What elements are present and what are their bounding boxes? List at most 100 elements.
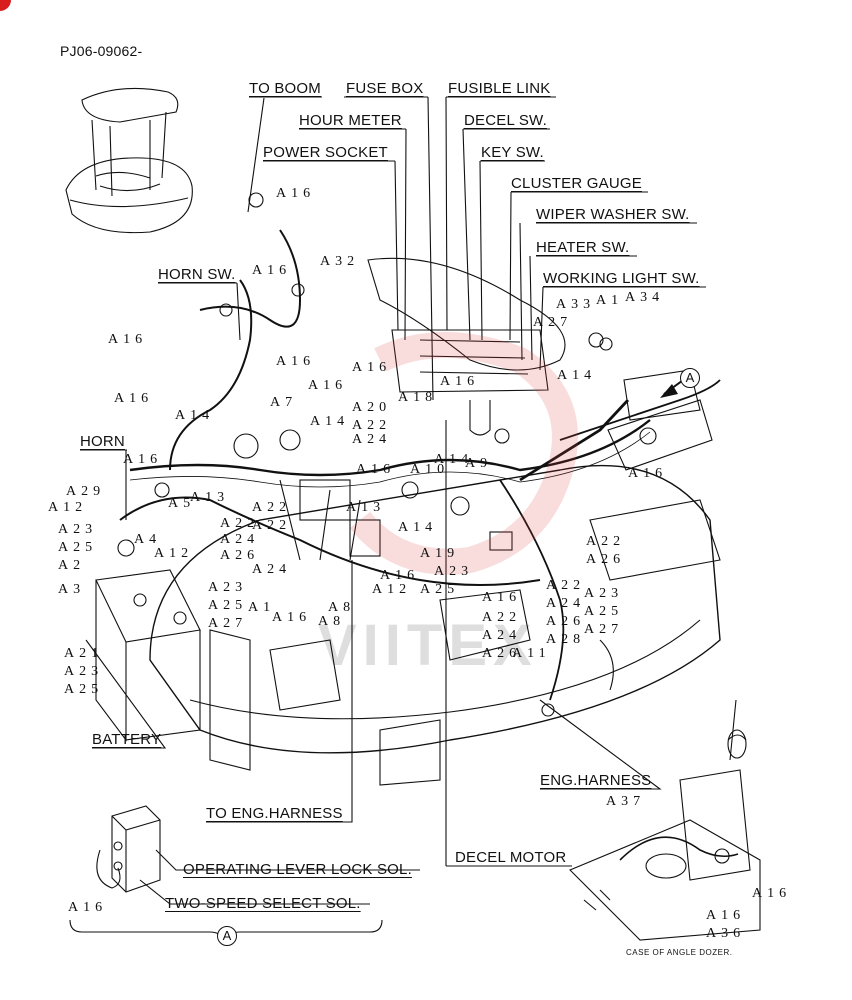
part-number: A34 — [625, 290, 665, 305]
part-number: A28 — [546, 632, 586, 647]
part-number: A22 — [220, 516, 260, 531]
part-number: A32 — [320, 254, 360, 269]
label-power-socket: POWER SOCKET — [263, 144, 388, 161]
part-number: A16 — [352, 360, 392, 375]
part-number: A23 — [584, 586, 624, 601]
part-number: A4 — [134, 532, 162, 547]
part-number: A8 — [318, 614, 346, 629]
part-number: A7 — [270, 395, 298, 410]
part-number: A16 — [252, 263, 292, 278]
view-a-marker: A — [680, 368, 700, 388]
part-number: A3 — [58, 582, 86, 597]
part-number: A16 — [276, 186, 316, 201]
part-number: A16 — [123, 452, 163, 467]
part-number: A9 — [465, 456, 493, 471]
part-number: A1 — [596, 293, 624, 308]
label-wiper-washer-sw: WIPER WASHER SW. — [536, 206, 690, 223]
label-fuse-box: FUSE BOX — [346, 80, 424, 97]
label-fusible-link: FUSIBLE LINK — [448, 80, 551, 97]
part-number: A25 — [208, 598, 248, 613]
part-number: A29 — [66, 484, 106, 499]
part-number: A22 — [546, 578, 586, 593]
view-a-caption: A — [217, 926, 237, 946]
part-number: A36 — [706, 926, 746, 941]
part-number: A5 — [168, 496, 196, 511]
part-number: A16 — [752, 886, 792, 901]
part-number: A22 — [252, 518, 292, 533]
part-number: A16 — [108, 332, 148, 347]
part-number: A14 — [398, 520, 438, 535]
label-decel-sw: DECEL SW. — [464, 112, 547, 129]
part-number: A12 — [48, 500, 88, 515]
part-number: A2 — [58, 558, 86, 573]
part-number: A23 — [64, 664, 104, 679]
part-number: A26 — [586, 552, 626, 567]
label-working-light-sw: WORKING LIGHT SW. — [543, 270, 700, 287]
part-number: A24 — [252, 562, 292, 577]
part-number: A23 — [208, 580, 248, 595]
part-number: A1 — [248, 600, 276, 615]
label-operating-lever-lock-sol: OPERATING LEVER LOCK SOL. — [183, 861, 412, 878]
label-cluster-gauge: CLUSTER GAUGE — [511, 175, 642, 192]
label-key-sw: KEY SW. — [481, 144, 544, 161]
part-number: A25 — [584, 604, 624, 619]
part-number: A12 — [154, 546, 194, 561]
watermark: VIITEX — [318, 613, 538, 678]
part-number: A16 — [380, 568, 420, 583]
part-number: A26 — [482, 646, 522, 661]
part-number: A22 — [252, 500, 292, 515]
part-number: A16 — [628, 466, 668, 481]
angle-dozer-detail — [569, 699, 761, 941]
part-number: A22 — [352, 418, 392, 433]
part-number: A18 — [398, 390, 438, 405]
part-number: A27 — [533, 315, 573, 330]
part-number: A25 — [64, 682, 104, 697]
part-number: A33 — [556, 297, 596, 312]
part-number: A12 — [372, 582, 412, 597]
label-battery: BATTERY — [92, 731, 162, 748]
part-number: A26 — [546, 614, 586, 629]
part-number: A10 — [410, 462, 450, 477]
part-number: A24 — [482, 628, 522, 643]
part-number: A13 — [190, 490, 230, 505]
part-number: A11 — [512, 646, 551, 661]
part-number: A16 — [114, 391, 154, 406]
part-number: A25 — [420, 582, 460, 597]
part-number: A22 — [586, 534, 626, 549]
diagram-code: PJ06-09062- — [60, 43, 143, 59]
part-number: A14 — [175, 408, 215, 423]
part-number: A21 — [64, 646, 104, 661]
part-number: A24 — [352, 432, 392, 447]
part-number: A23 — [434, 564, 474, 579]
label-to-eng-harness: TO ENG.HARNESS — [206, 805, 343, 822]
corner-badge — [0, 0, 11, 11]
part-number: A14 — [310, 414, 350, 429]
label-two-speed-select-sol: TWO-SPEED SELECT SOL. — [165, 895, 361, 912]
part-number: A27 — [208, 616, 248, 631]
machine-thumbnail — [65, 87, 193, 234]
part-number: A16 — [706, 908, 746, 923]
part-number: A23 — [58, 522, 98, 537]
battery-illustration — [95, 569, 201, 742]
part-number: A16 — [356, 462, 396, 477]
label-to-boom: TO BOOM — [249, 80, 321, 97]
part-number: A8 — [328, 600, 356, 615]
part-number: A16 — [482, 590, 522, 605]
part-number: A16 — [440, 374, 480, 389]
part-number: A14 — [434, 452, 474, 467]
part-number: A14 — [557, 368, 597, 383]
label-case-of-angle-dozer: CASE OF ANGLE DOZER. — [626, 948, 733, 957]
part-number: A13 — [346, 500, 386, 515]
part-number: A22 — [482, 610, 522, 625]
part-number: A26 — [220, 548, 260, 563]
part-number: A16 — [276, 354, 316, 369]
label-horn: HORN — [80, 433, 125, 450]
part-number: A16 — [308, 378, 348, 393]
label-heater-sw: HEATER SW. — [536, 239, 630, 256]
part-number: A37 — [606, 794, 646, 809]
label-decel-motor: DECEL MOTOR — [455, 849, 567, 866]
part-number: A24 — [220, 532, 260, 547]
part-number: A20 — [352, 400, 392, 415]
label-hour-meter: HOUR METER — [299, 112, 402, 129]
part-number: A27 — [584, 622, 624, 637]
